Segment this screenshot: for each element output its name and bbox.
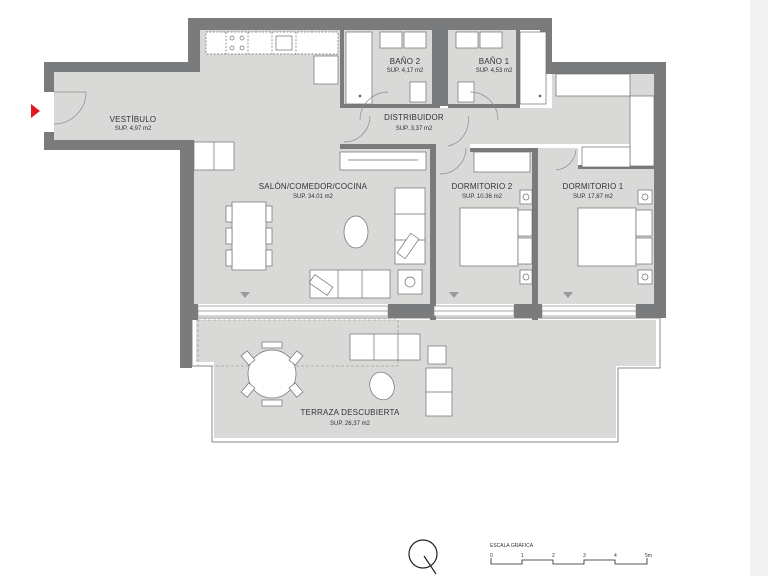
room-area-dormitorio1: SUP. 17.87 m2 [573,194,614,200]
scale-tick-5: 5m [645,553,652,559]
scale-title: ESCALA GRÁFICA [490,542,534,549]
scale-tick-0: 0 [490,553,493,559]
room-area-dormitorio2: SUP. 10.36 m2 [462,194,503,200]
room-name-dormitorio2: DORMITORIO 2 [452,182,513,191]
room-area-bano2: SUP. 4,17 m2 [387,68,424,74]
scale-tick-2: 2 [552,553,555,559]
side-strip [750,0,768,576]
room-area-bano1: SUP. 4,53 m2 [476,68,513,74]
room-area-vestibulo: SUP. 4,97 m2 [115,126,152,132]
room-name-salon: SALÓN/COMEDOR/COCINA [259,182,368,191]
scale-tick-3: 3 [583,553,586,559]
north-arrow-icon [408,539,438,575]
graphic-scale: ESCALA GRÁFICA 0 1 2 3 4 5m [490,542,652,565]
room-name-bano1: BAÑO 1 [479,57,510,66]
room-name-dormitorio1: DORMITORIO 1 [563,182,624,191]
room-name-terraza: TERRAZA DESCUBIERTA [300,408,400,417]
scale-tick-1: 1 [521,553,524,559]
room-labels: VESTÍBULO SUP. 4,97 m2 BAÑO 2 SUP. 4,17 … [110,57,624,427]
room-area-terraza: SUP. 26,37 m2 [330,421,371,427]
furniture [193,31,655,417]
room-name-vestibulo: VESTÍBULO [110,115,157,124]
room-name-bano2: BAÑO 2 [390,57,421,66]
doors [53,91,577,175]
room-name-distribuidor: DISTRIBUIDOR [384,113,444,122]
room-area-distribuidor: SUP. 3,37 m2 [396,126,433,132]
entrance-arrow-icon [31,104,40,118]
scale-tick-4: 4 [614,553,617,559]
room-area-salon: SUP. 34.01 m2 [293,194,334,200]
